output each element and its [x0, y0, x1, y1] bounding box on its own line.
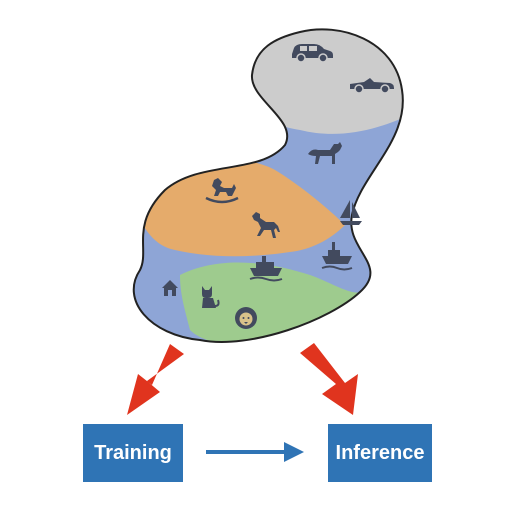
- horse-icon: [252, 212, 280, 238]
- left-red-arrow: [127, 344, 184, 415]
- inference-label: Inference: [335, 441, 425, 464]
- cat-icon: [202, 286, 220, 308]
- training-box: Training: [83, 424, 183, 482]
- orange-region: [133, 158, 345, 257]
- inference-box: Inference: [328, 424, 432, 482]
- rocking-horse-icon: [205, 178, 239, 204]
- training-label: Training: [94, 441, 172, 464]
- gray-region: [240, 29, 403, 134]
- convertible-icon: [350, 78, 394, 94]
- blob-regions: [133, 29, 403, 342]
- sailboat-icon: [340, 200, 362, 225]
- dog-icon: [308, 142, 342, 164]
- right-red-arrow: [300, 343, 358, 415]
- boat-icon: [321, 242, 353, 271]
- training-to-inference-arrow: [206, 442, 304, 462]
- house-icon: [162, 280, 178, 296]
- lion-icon: [235, 307, 257, 329]
- distribution-outline: [132, 28, 404, 343]
- ship-icon: [249, 256, 283, 282]
- car-icon: [292, 44, 333, 63]
